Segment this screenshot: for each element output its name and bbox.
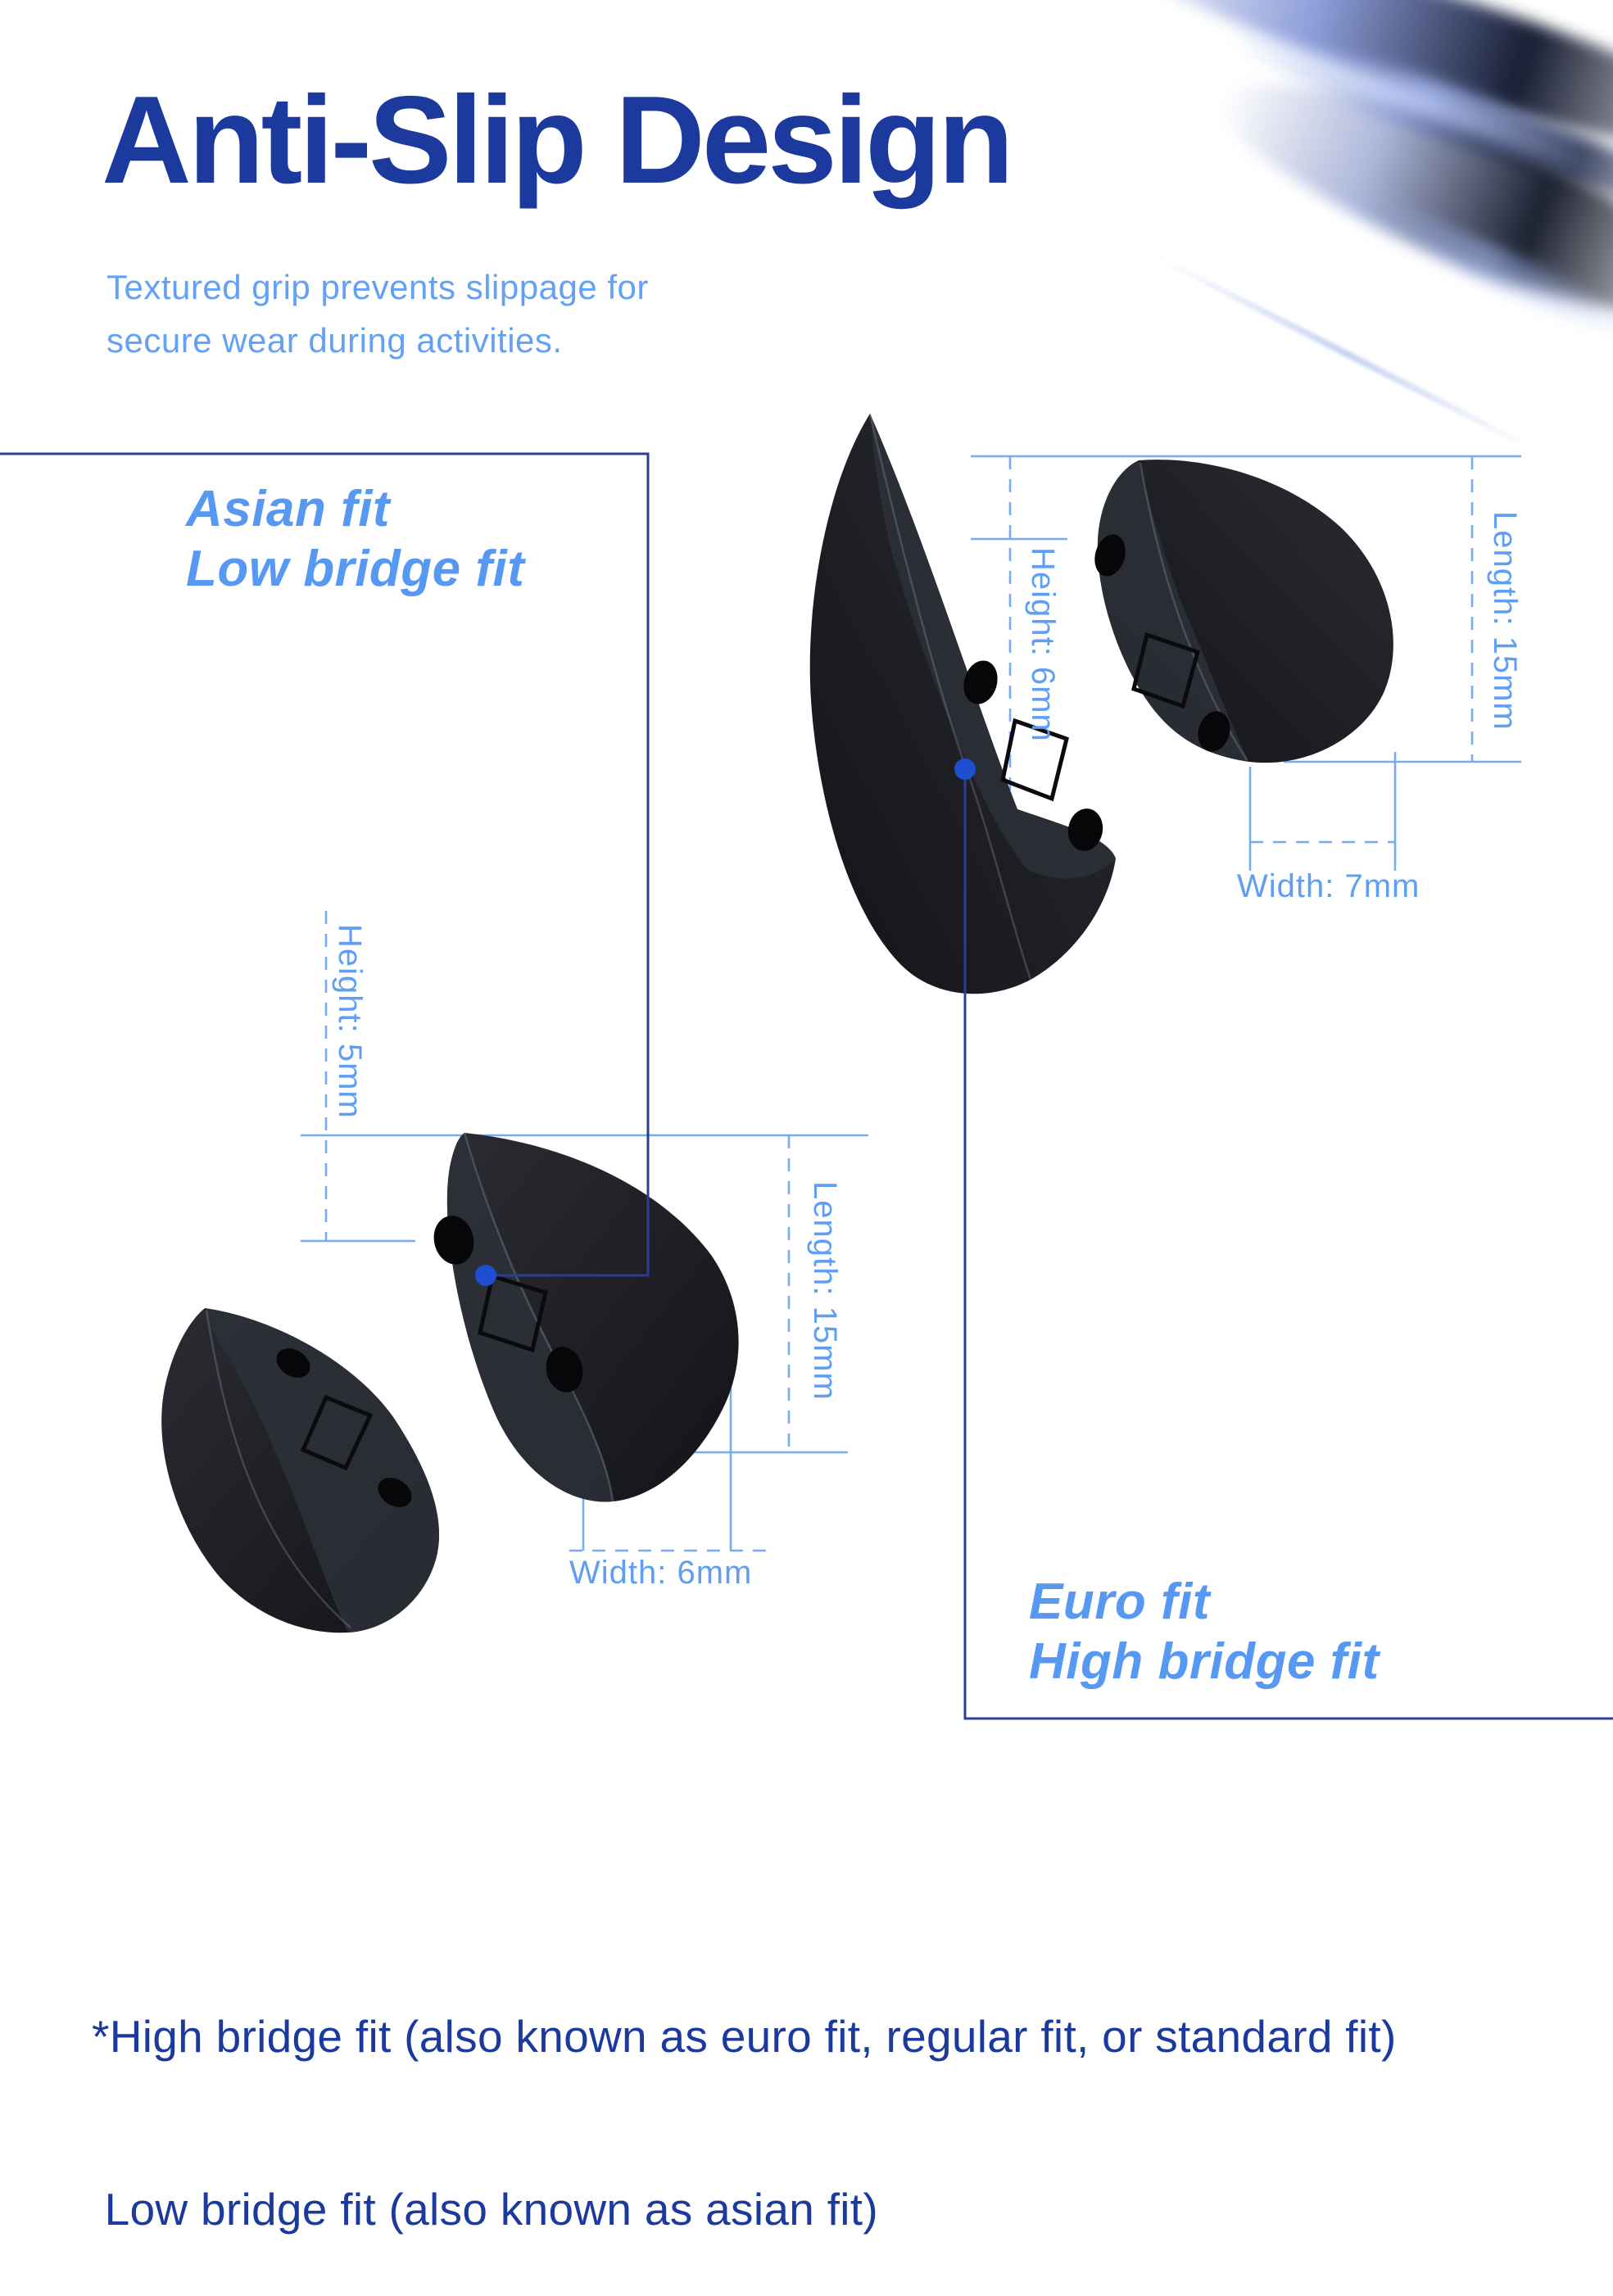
pad-mount-hole xyxy=(1067,808,1103,851)
pad-side-face xyxy=(446,1133,613,1502)
pad-mount-hole xyxy=(1198,711,1230,752)
euro-width-measurement-label: Width: 7mm xyxy=(1237,868,1420,904)
subtitle-line-1: Textured grip prevents slippage for xyxy=(106,268,649,306)
asian-front-nose-pad xyxy=(433,1132,739,1502)
euro-height-measurement-label: Height: 6mm xyxy=(1025,547,1061,742)
asian-width-measurement-label: Width: 6mm xyxy=(569,1555,753,1591)
asian-back-nose-pad xyxy=(161,1308,440,1633)
page-title: Anti-Slip Design xyxy=(102,70,1014,210)
pad-side-face xyxy=(205,1308,440,1633)
pad-side-face xyxy=(1097,460,1249,762)
euro-callout-dot xyxy=(954,759,976,780)
euro-fit-label: Euro fit High bridge fit xyxy=(1029,1573,1380,1691)
pad-clip-notch xyxy=(300,1394,374,1471)
footnote-line-1: *High bridge fit (also known as euro fit… xyxy=(92,2010,1397,2062)
asian-length-measurement-label: Length: 15mm xyxy=(807,1181,843,1401)
page-subtitle: Textured grip prevents slippage for secu… xyxy=(106,260,649,367)
euro-fit-label-line-2: High bridge fit xyxy=(1029,1633,1380,1690)
asian-fit-label-line-1: Asian fit xyxy=(186,481,391,537)
euro-callout-box-line xyxy=(963,777,1613,1720)
asian-fit-label-line-2: Low bridge fit xyxy=(186,540,525,597)
euro-measurement-lines xyxy=(971,455,1521,871)
euro-front-nose-pad xyxy=(809,413,1116,994)
euro-back-nose-pad xyxy=(1094,460,1393,763)
anti-slip-design-infographic: { "header": { "title": "Anti-Slip Design… xyxy=(0,0,1613,2235)
asian-callout-box-line xyxy=(0,452,650,1277)
footnote-line-2: Low bridge fit (also known as asian fit) xyxy=(92,2183,878,2235)
pad-mount-hole xyxy=(1094,534,1126,577)
subtitle-line-2: secure wear during activities. xyxy=(106,321,563,360)
footnote: *High bridge fit (also known as euro fit… xyxy=(92,1892,1397,2296)
pad-ridge-line xyxy=(205,1310,351,1628)
nose-pads-diagram xyxy=(0,413,1613,1720)
pad-mount-hole xyxy=(276,1348,310,1378)
pad-clip-notch xyxy=(478,1273,548,1353)
callout-lines xyxy=(0,452,1613,1720)
asian-callout-dot xyxy=(475,1265,496,1286)
pad-mount-hole xyxy=(378,1478,412,1507)
pad-mount-hole xyxy=(433,1216,474,1265)
euro-length-measurement-label: Length: 15mm xyxy=(1487,511,1523,731)
pad-mount-hole xyxy=(963,660,998,704)
asian-fit-label: Asian fit Low bridge fit xyxy=(186,480,524,599)
euro-fit-label-line-1: Euro fit xyxy=(1029,1574,1210,1630)
pad-mount-hole xyxy=(546,1347,583,1393)
pad-clip-notch xyxy=(1131,632,1201,709)
pad-clip-notch xyxy=(1000,718,1069,802)
pad-side-face xyxy=(870,414,1116,879)
asian-height-measurement-label: Height: 5mm xyxy=(332,924,368,1119)
